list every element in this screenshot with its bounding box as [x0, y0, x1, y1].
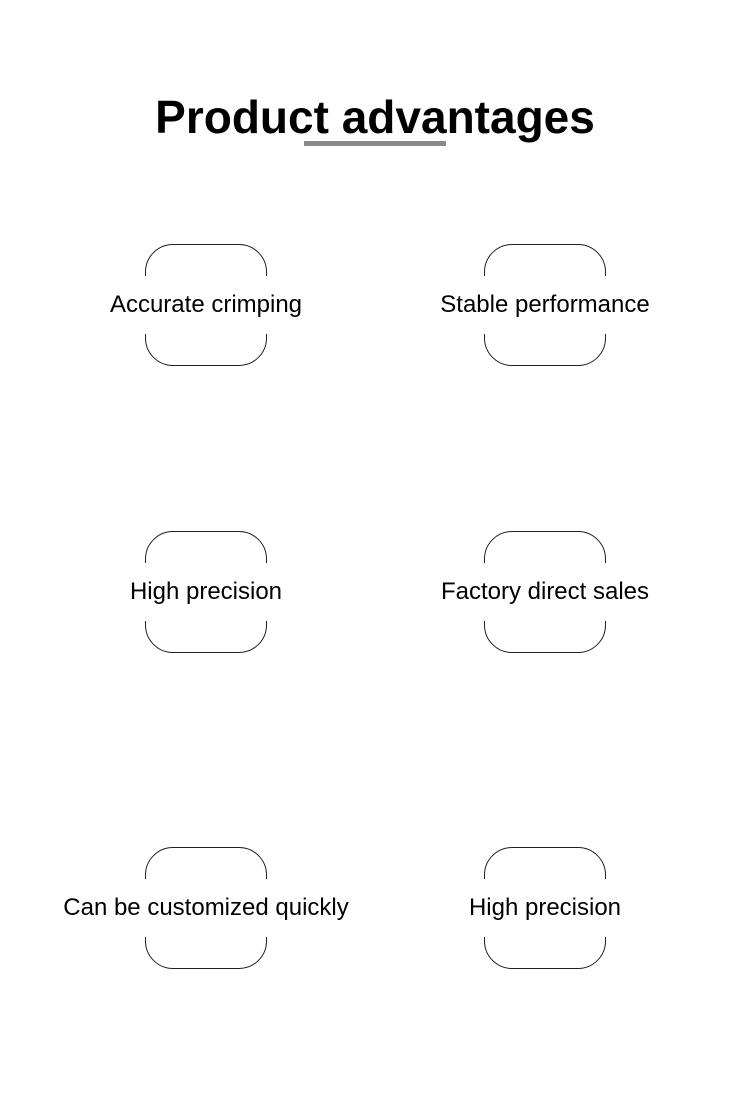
feature-label: Factory direct sales [428, 563, 662, 621]
title-divider [304, 141, 446, 146]
feature-label-band: Factory direct sales [355, 563, 735, 621]
feature-item: Factory direct sales [355, 531, 735, 653]
feature-item: High precision [16, 531, 396, 653]
feature-label-band: Stable performance [355, 276, 735, 334]
feature-item: Can be customized quickly [16, 847, 396, 969]
feature-label-band: Can be customized quickly [16, 879, 396, 937]
feature-label-band: Accurate crimping [16, 276, 396, 334]
feature-item: High precision [355, 847, 735, 969]
feature-label: Accurate crimping [97, 276, 315, 334]
feature-label: High precision [117, 563, 295, 621]
feature-label: Can be customized quickly [51, 879, 361, 937]
feature-label-band: High precision [16, 563, 396, 621]
feature-item: Accurate crimping [16, 244, 396, 366]
feature-label-band: High precision [355, 879, 735, 937]
feature-item: Stable performance [355, 244, 735, 366]
feature-label: Stable performance [428, 276, 662, 334]
feature-label: High precision [456, 879, 634, 937]
page-title: Product advantages [155, 90, 595, 143]
